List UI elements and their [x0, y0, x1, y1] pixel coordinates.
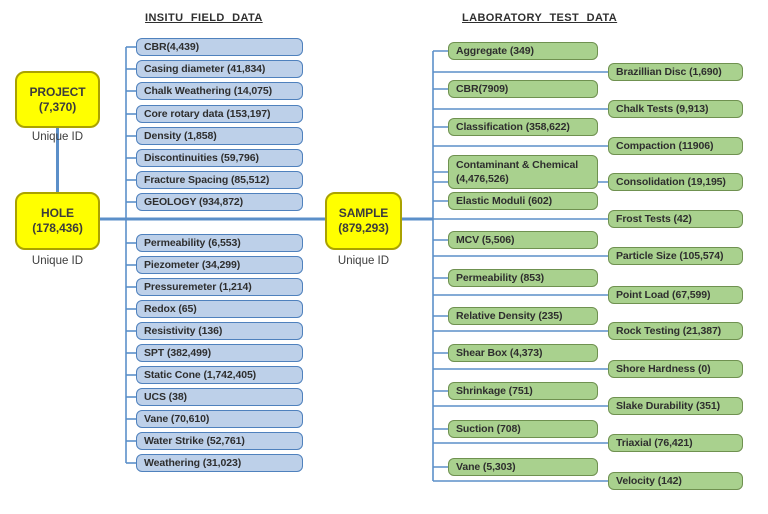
sample-entity-box: SAMPLE (879,293)	[325, 192, 402, 250]
lab-node: Brazillian Disc (1,690)	[608, 63, 743, 81]
lab-node: MCV (5,506)	[448, 231, 598, 249]
lab-node: Aggregate (349)	[448, 42, 598, 60]
insitu-node: Discontinuities (59,796)	[136, 149, 303, 167]
lab-node: Chalk Tests (9,913)	[608, 100, 743, 118]
laboratory-test-data-header: LABORATORY TEST DATA	[462, 12, 618, 24]
lab-node: Shore Hardness (0)	[608, 360, 743, 378]
lab-node: Rock Testing (21,387)	[608, 322, 743, 340]
insitu-node: Vane (70,610)	[136, 410, 303, 428]
insitu-node: Static Cone (1,742,405)	[136, 366, 303, 384]
insitu-node: Resistivity (136)	[136, 322, 303, 340]
project-unique-id-caption: Unique ID	[31, 131, 84, 143]
lab-node: Velocity (142)	[608, 472, 743, 490]
hole-entity-box: HOLE (178,436)	[15, 192, 100, 250]
lab-node: Frost Tests (42)	[608, 210, 743, 228]
lab-node: Elastic Moduli (602)	[448, 192, 598, 210]
insitu-node: CBR(4,439)	[136, 38, 303, 56]
insitu-node: SPT (382,499)	[136, 344, 303, 362]
lab-node: Shear Box (4,373)	[448, 344, 598, 362]
sample-entity-name: SAMPLE	[338, 206, 389, 220]
project-entity-name: PROJECT	[29, 84, 86, 99]
insitu-field-data-header: INSITU FIELD DATA	[145, 12, 263, 24]
project-entity-box: PROJECT (7,370)	[15, 71, 100, 128]
lab-node: Consolidation (19,195)	[608, 173, 743, 191]
insitu-node: GEOLOGY (934,872)	[136, 193, 303, 211]
insitu-node: Core rotary data (153,197)	[136, 105, 303, 123]
insitu-node: Piezometer (34,299)	[136, 256, 303, 274]
lab-node: Vane (5,303)	[448, 458, 598, 476]
project-entity-count: (7,370)	[38, 99, 77, 114]
lab-node: Triaxial (76,421)	[608, 434, 743, 452]
hole-unique-id-caption: Unique ID	[31, 255, 84, 267]
lab-node: Permeability (853)	[448, 269, 598, 287]
lab-node: Relative Density (235)	[448, 307, 598, 325]
insitu-node: Pressuremeter (1,214)	[136, 278, 303, 296]
sample-entity-count: (879,293)	[338, 221, 389, 235]
sample-unique-id-caption: Unique ID	[337, 255, 390, 267]
lab-node: Point Load (67,599)	[608, 286, 743, 304]
hole-entity-count: (178,436)	[32, 221, 83, 235]
lab-node: Particle Size (105,574)	[608, 247, 743, 265]
lab-node: Slake Durability (351)	[608, 397, 743, 415]
insitu-node: Casing diameter (41,834)	[136, 60, 303, 78]
insitu-node: UCS (38)	[136, 388, 303, 406]
insitu-node: Water Strike (52,761)	[136, 432, 303, 450]
insitu-node: Permeability (6,553)	[136, 234, 303, 252]
hole-entity-name: HOLE	[41, 206, 74, 220]
insitu-node: Chalk Weathering (14,075)	[136, 82, 303, 100]
insitu-node: Fracture Spacing (85,512)	[136, 171, 303, 189]
lab-node: CBR(7909)	[448, 80, 598, 98]
insitu-node: Weathering (31,023)	[136, 454, 303, 472]
lab-node: Suction (708)	[448, 420, 598, 438]
lab-node: Compaction (11906)	[608, 137, 743, 155]
lab-node: Contaminant & Chemical (4,476,526)	[448, 155, 598, 189]
lab-node: Classification (358,622)	[448, 118, 598, 136]
lab-node: Shrinkage (751)	[448, 382, 598, 400]
insitu-node: Density (1,858)	[136, 127, 303, 145]
insitu-node: Redox (65)	[136, 300, 303, 318]
